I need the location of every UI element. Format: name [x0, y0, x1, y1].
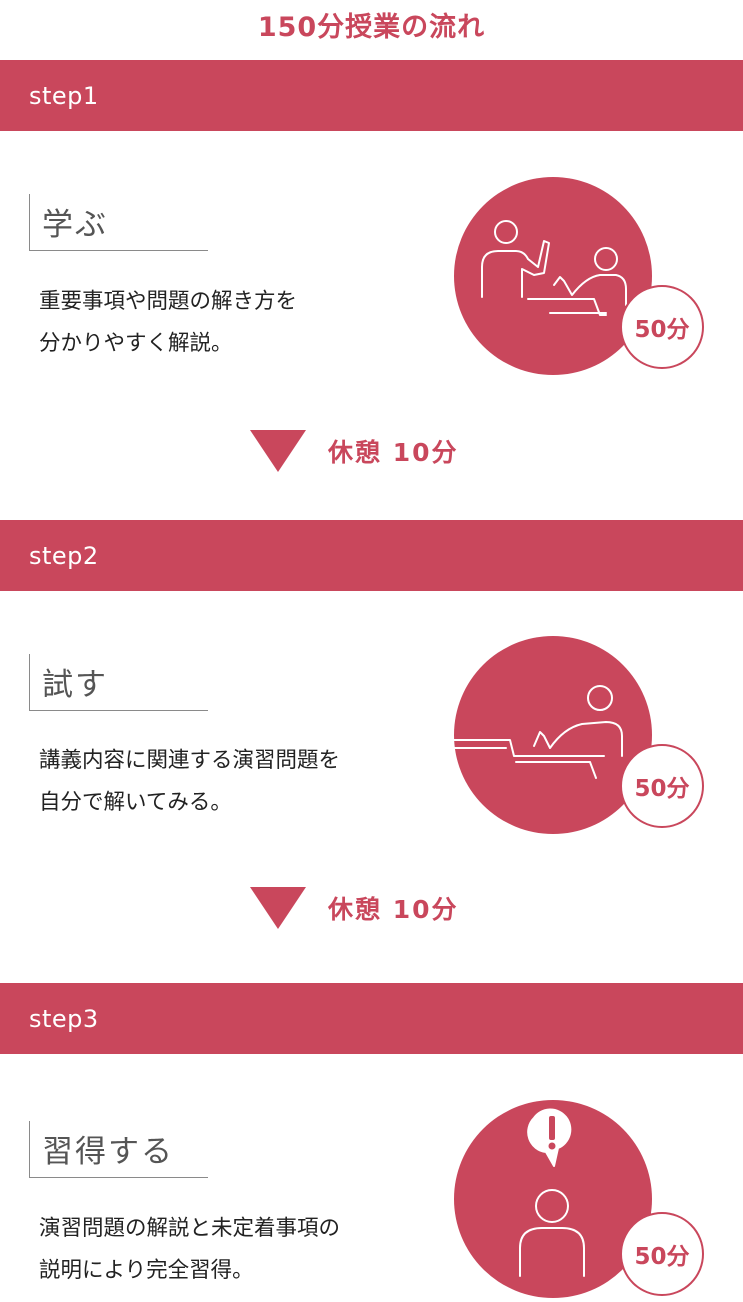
step-3-desc-line-1: 演習問題の解説と未定着事項の: [39, 1216, 341, 1241]
teacher-student-icon: [481, 220, 627, 316]
step-2-desc-line-1: 講義内容に関連する演習問題を: [39, 748, 341, 773]
step-2-description: 講義内容に関連する演習問題を 自分で解いてみる。: [39, 740, 459, 824]
step-1-heading: 学ぶ: [42, 207, 108, 243]
step-3-heading: 習得する: [42, 1134, 174, 1170]
step-3-desc-line-2: 説明により完全習得。: [39, 1258, 254, 1283]
step-2-heading-box: 試す: [29, 654, 208, 711]
step-1-duration: 50分: [634, 317, 690, 343]
break-2: 休憩 10分: [250, 884, 459, 932]
person-exclamation-icon: [519, 1108, 585, 1277]
step-2-heading: 試す: [42, 667, 108, 703]
step-3-duration-badge: 50分: [620, 1212, 704, 1296]
step-3-label: step3: [29, 1004, 99, 1033]
break-1: 休憩 10分: [250, 427, 459, 475]
break-2-label: 休憩 10分: [328, 895, 459, 924]
page-title: 150分授業の流れ: [257, 11, 486, 43]
step-1-desc-line-2: 分かりやすく解説。: [39, 331, 233, 356]
step-1-desc-line-1: 重要事項や問題の解き方を: [39, 289, 298, 314]
step-3-description: 演習問題の解説と未定着事項の 説明により完全習得。: [39, 1208, 459, 1292]
step-2-duration: 50分: [634, 776, 690, 802]
step-1-duration-badge: 50分: [620, 285, 704, 369]
step-3-heading-box: 習得する: [29, 1121, 208, 1178]
step-2-duration-badge: 50分: [620, 744, 704, 828]
step-3-duration: 50分: [634, 1244, 690, 1270]
step-2-illustration: 50分: [454, 636, 704, 834]
down-triangle-icon: [250, 887, 306, 929]
step-2-label: step2: [29, 541, 99, 570]
step-1-band: step1: [0, 60, 743, 131]
step-1-heading-box: 学ぶ: [29, 194, 208, 251]
step-2-band: step2: [0, 520, 743, 591]
step-2-desc-line-2: 自分で解いてみる。: [39, 790, 232, 815]
step-3-illustration: 50分: [454, 1100, 704, 1298]
step-1-description: 重要事項や問題の解き方を 分かりやすく解説。: [39, 281, 459, 365]
step-1-illustration: 50分: [454, 177, 704, 375]
student-writing-icon: [454, 685, 623, 779]
down-triangle-icon: [250, 430, 306, 472]
step-1-label: step1: [29, 81, 99, 110]
break-1-label: 休憩 10分: [328, 438, 459, 467]
step-3-band: step3: [0, 983, 743, 1054]
